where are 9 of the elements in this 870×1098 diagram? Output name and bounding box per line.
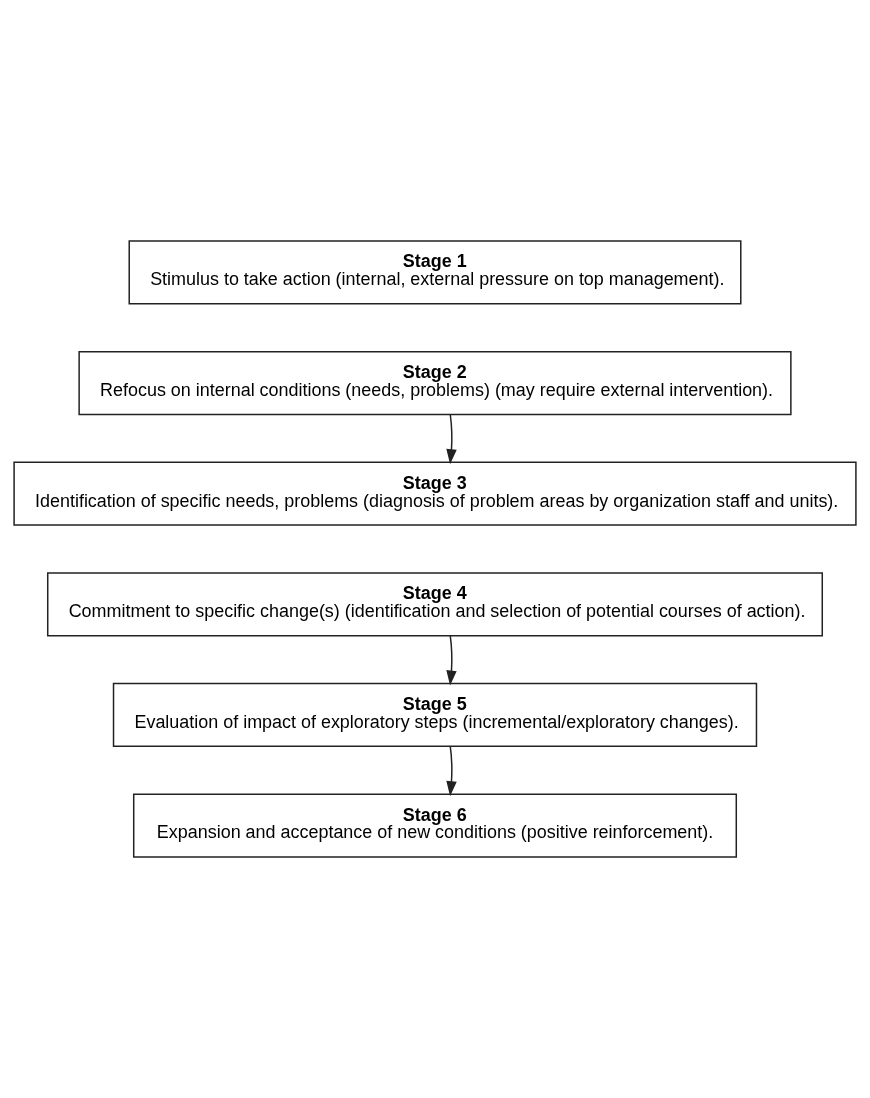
node-box: Stage 5 Evaluation of impact of exploratory steps (incremental/exploratory changes). — [112, 682, 758, 748]
node-box: Stage 3 Identification of specific needs, problems (diagnosis of problem areas by organization staff and units). — [13, 461, 857, 526]
arrow — [446, 745, 457, 797]
node-box: Stage 6 Expansion and acceptance of new conditions (positive reinforcement). — [132, 793, 738, 858]
arrow — [446, 635, 457, 686]
arrow — [446, 413, 457, 465]
node-box: Stage 2 Refocus on internal conditions (needs, problems) (may require external intervention). — [78, 350, 792, 416]
node-box: Stage 1 Stimulus to take action (internal, external pressure on top management). — [128, 240, 742, 305]
node-box: Stage 4 Commitment to specific change(s) (identification and selection of potential courses of action). — [47, 572, 823, 637]
